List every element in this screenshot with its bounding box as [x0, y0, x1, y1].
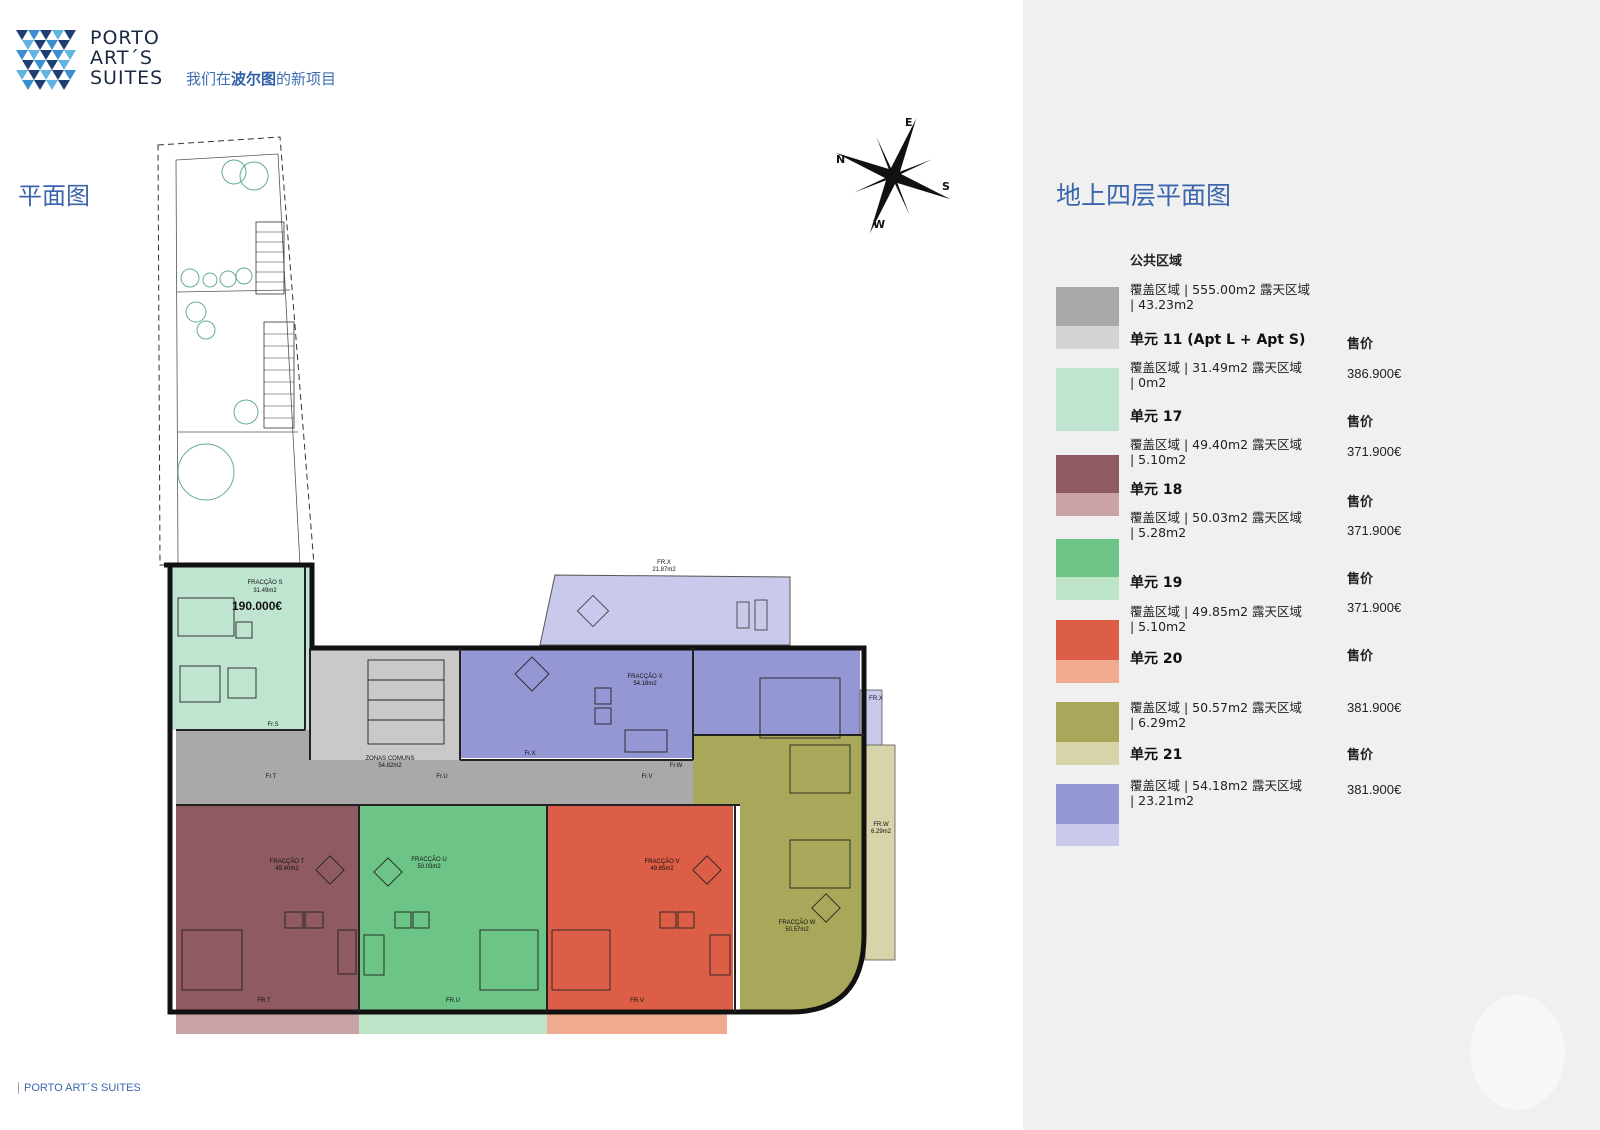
unit-20-desc: 覆盖区域 | 50.57m2 露天区域 | 6.29m2: [1130, 700, 1303, 730]
common-area-heading: 公共区域: [1130, 254, 1183, 269]
swatch-unit-18-open: [1056, 577, 1119, 600]
fraccao-t-area: 49.40m2: [275, 866, 299, 872]
fr-t-terrace: FR.T: [257, 998, 271, 1004]
fr-t-corridor: Fr.T: [266, 774, 277, 780]
brand-name: PORTO ART´S SUITES: [90, 27, 164, 89]
unit-20-price: 381.900€: [1347, 700, 1402, 715]
fraccao-x-label: FRACÇÃO X: [627, 673, 662, 680]
compass-e: E: [905, 116, 913, 129]
page-title: 平面图: [18, 182, 90, 210]
fraccao-x-area: 54.18m2: [633, 681, 657, 687]
unit-18-price: 371.900€: [1347, 523, 1402, 538]
fr-v-terrace: FR.V: [630, 998, 644, 1004]
floor-title: 地上四层平面图: [1056, 181, 1232, 210]
swatch-unit-19-open: [1056, 660, 1119, 683]
side-x-label: FR.X: [869, 696, 883, 702]
fr-u-terrace: FR.U: [446, 998, 460, 1004]
swatch-unit-17-covered: [1056, 455, 1119, 493]
fr-s-corridor: Fr.S: [267, 722, 278, 728]
tagline: 我们在波尔图的新项目: [186, 70, 337, 88]
unit-17-price-label: 售价: [1347, 415, 1374, 430]
fraccao-w-label: FRACÇÃO W: [779, 919, 816, 926]
fr-u-corridor: Fr.U: [436, 774, 447, 780]
unit-19-price-label: 售价: [1347, 572, 1374, 587]
unit-21-name: 单元 21: [1130, 747, 1183, 763]
terrace-x-label: FR.X: [657, 560, 671, 566]
unit-19-desc: 覆盖区域 | 49.85m2 露天区域 | 5.10m2: [1130, 604, 1303, 634]
fraccao-u-area: 50.03m2: [417, 864, 441, 870]
unit-11-desc: 覆盖区域 | 31.49m2 露天区域 | 0m2: [1130, 360, 1303, 390]
unit-18-name: 单元 18: [1130, 482, 1183, 498]
unit-21-price: 381.900€: [1347, 782, 1402, 797]
fraccao-w-area: 50.57m2: [785, 927, 809, 933]
unit-18-price-label: 售价: [1347, 495, 1374, 510]
decorative-oval: [1470, 995, 1565, 1110]
unit-20-name: 单元 20: [1130, 651, 1183, 667]
unit-17-price: 371.900€: [1347, 444, 1402, 459]
swatch-common-covered: [1056, 287, 1119, 326]
side-w-label: FR.W: [873, 822, 889, 828]
unit-19-name: 单元 19: [1130, 575, 1183, 591]
fr-v-corridor: Fr.V: [641, 774, 652, 780]
terrace-x-area: 21.87m2: [652, 567, 676, 573]
unit-18-desc: 覆盖区域 | 50.03m2 露天区域 | 5.28m2: [1130, 510, 1303, 540]
side-w-area: 6.29m2: [871, 829, 892, 835]
legend-panel: [1023, 0, 1600, 1130]
porto-arts-logo-icon: [16, 30, 76, 90]
swatch-unit-19-covered: [1056, 620, 1119, 660]
fraccao-s-area: 31.49m2: [253, 588, 277, 594]
unit-20-price-label: 售价: [1347, 649, 1374, 664]
unit-11-name: 单元 11 (Apt L + Apt S): [1130, 332, 1306, 348]
unit-price-tag: 190.000€: [232, 599, 282, 613]
swatch-unit-17-open: [1056, 493, 1119, 516]
fraccao-s-label: FRACÇÃO S: [247, 579, 282, 586]
unit-19-price: 371.900€: [1347, 600, 1402, 615]
swatch-unit-18-covered: [1056, 539, 1119, 577]
fraccao-t-label: FRACÇÃO T: [270, 858, 305, 865]
fraccao-v-area: 49.85m2: [650, 866, 674, 872]
unit-21-desc: 覆盖区域 | 54.18m2 露天区域 | 23.21m2: [1130, 778, 1303, 808]
fraccao-v-label: FRACÇÃO V: [644, 858, 679, 865]
compass-w: W: [873, 218, 885, 231]
unit-17-desc: 覆盖区域 | 49.40m2 露天区域 | 5.10m2: [1130, 437, 1303, 467]
unit-11-price: 386.900€: [1347, 366, 1402, 381]
compass-s: S: [942, 180, 950, 193]
compass-n: N: [836, 153, 845, 166]
swatch-unit-20-open: [1056, 742, 1119, 765]
fr-x-corridor: Fr.X: [524, 751, 535, 757]
common-area-label: ZONAS COMUNS: [365, 756, 414, 762]
compass-rose-icon: [835, 118, 951, 234]
unit-17-name: 单元 17: [1130, 409, 1183, 425]
swatch-unit-21-covered: [1056, 784, 1119, 824]
fr-w-corridor: Fr.W: [670, 763, 683, 769]
unit-11-price-label: 售价: [1347, 337, 1374, 352]
swatch-unit-21-open: [1056, 824, 1119, 846]
swatch-unit-11: [1056, 368, 1119, 431]
swatch-unit-20-covered: [1056, 702, 1119, 742]
fraccao-u-label: FRACÇÃO U: [411, 856, 446, 863]
swatch-common-open: [1056, 326, 1119, 349]
unit-21-price-label: 售价: [1347, 748, 1374, 763]
common-area-value: 54.82m2: [378, 763, 402, 769]
floor-plan-drawing: FRACÇÃO S 31.49m2 FRACÇÃO X 54.18m2 FR.X…: [157, 116, 951, 1034]
common-area-desc: 覆盖区域 | 555.00m2 露天区域 | 43.23m2: [1130, 282, 1310, 312]
footer-brand: PORTO ART´S SUITES: [18, 1082, 141, 1094]
